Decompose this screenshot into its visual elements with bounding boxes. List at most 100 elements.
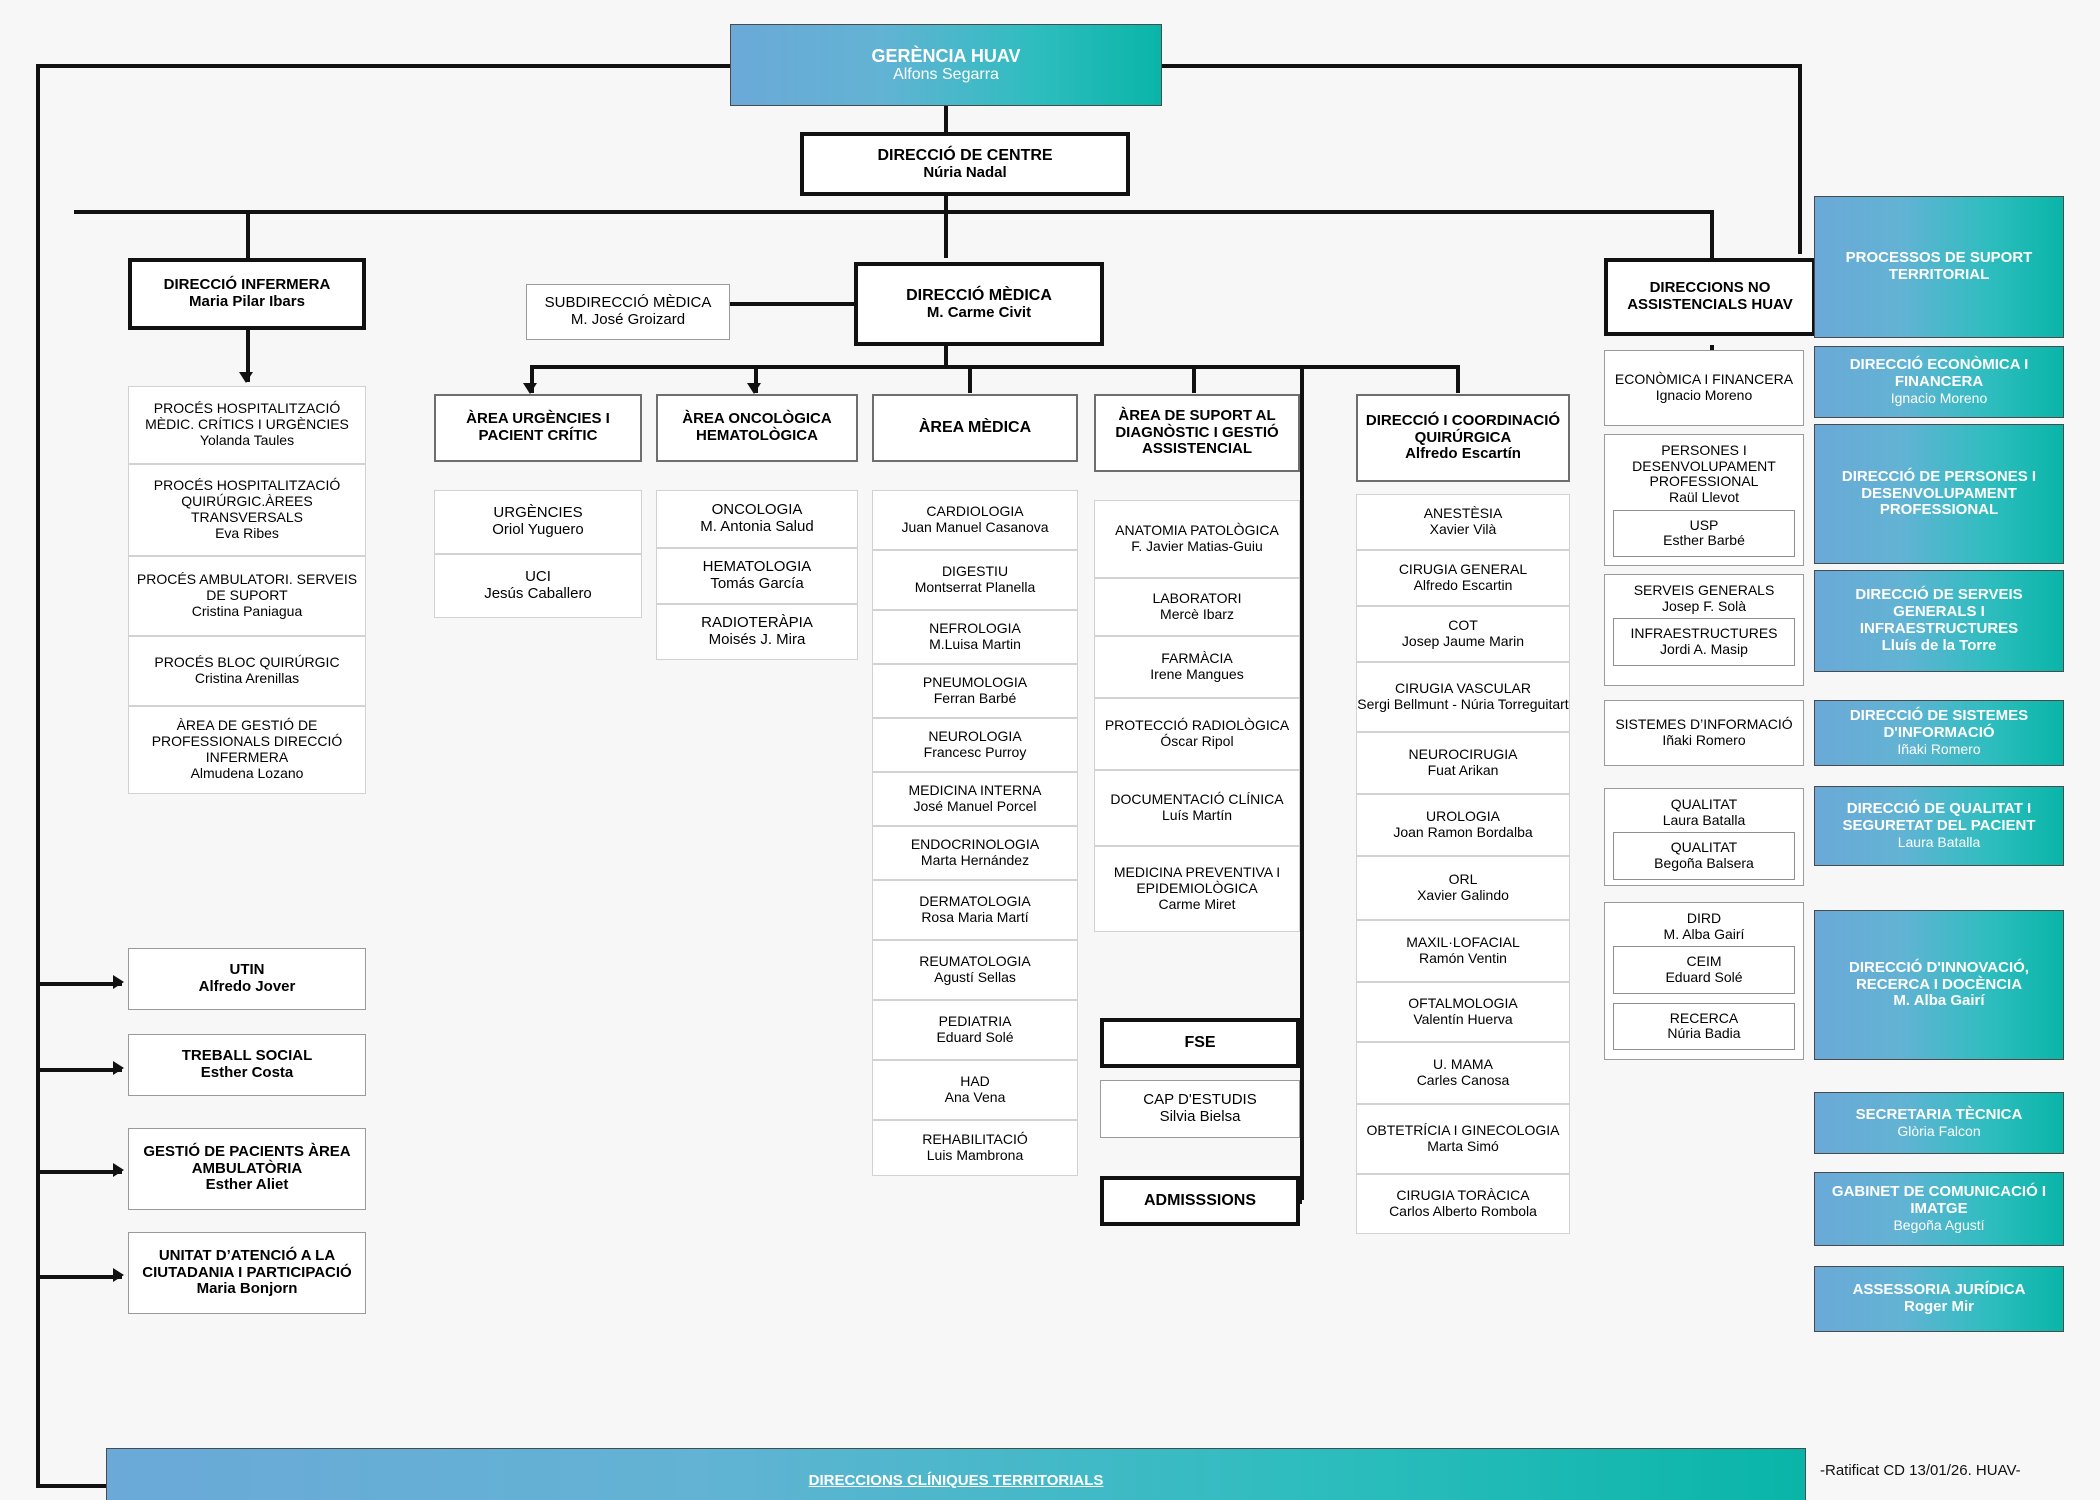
treball-social-box[interactable]: TREBALL SOCIAL Esther Costa	[128, 1034, 366, 1096]
direccio-sistemes-informacio-box[interactable]: DIRECCIÓ DE SISTEMES D'INFORMACIÓ Iñaki …	[1814, 700, 2064, 766]
list-item[interactable]: UROLOGIA Joan Ramon Bordalba	[1356, 794, 1570, 856]
list-item[interactable]: ÀREA DE GESTIÓ DE PROFESSIONALS DIRECCIÓ…	[128, 706, 366, 794]
area-medica-box[interactable]: ÀREA MÈDICA	[872, 394, 1078, 462]
item-person: M.Luisa Martin	[929, 636, 1021, 652]
list-item[interactable]: PROCÉS BLOC QUIRÚRGIC Cristina Arenillas	[128, 636, 366, 706]
list-item[interactable]: NEFROLOGIA M.Luisa Martin	[872, 610, 1078, 664]
item-title: REHABILITACIÓ	[922, 1131, 1028, 1148]
list-item[interactable]: OBTETRÍCIA I GINECOLOGIA Marta Simó	[1356, 1104, 1570, 1174]
gabinet-comunicacio-box[interactable]: GABINET DE COMUNICACIÓ I IMATGE Begoña A…	[1814, 1172, 2064, 1246]
list-item[interactable]: FARMÀCIA Irene Mangues	[1094, 636, 1300, 698]
direccions-cliniques-territorials-bar[interactable]: DIRECCIONS CLÍNIQUES TERRITORIALS	[106, 1448, 1806, 1500]
list-item[interactable]: CARDIOLOGIA Juan Manuel Casanova	[872, 490, 1078, 550]
connector-bottom-left	[36, 1484, 106, 1488]
connector-medical-down	[944, 345, 948, 369]
economica-financera-box[interactable]: ECONÒMICA I FINANCERA Ignacio Moreno	[1604, 350, 1804, 426]
list-item[interactable]: CIRUGIA VASCULAR Sergi Bellmunt - Núria …	[1356, 662, 1570, 732]
list-item[interactable]: COT Josep Jaume Marin	[1356, 606, 1570, 662]
item-title: PROCÉS AMBULATORI. SERVEIS DE SUPORT	[136, 571, 358, 604]
list-item[interactable]: CIRUGIA TORÀCICA Carlos Alberto Rombola	[1356, 1174, 1570, 1234]
list-item[interactable]: ONCOLOGIA M. Antonia Salud	[656, 490, 858, 548]
qualitat-sub-box[interactable]: QUALITAT Begoña Balsera	[1612, 832, 1796, 880]
list-item[interactable]: OFTALMOLOGIA Valentín Huerva	[1356, 982, 1570, 1042]
list-item[interactable]: PROCÉS HOSPITALITZACIÓ QUIRÚRGIC.ÀREES T…	[128, 464, 366, 556]
direccions-no-assistencials-box[interactable]: DIRECCIONS NO ASSISTENCIALS HUAV	[1604, 258, 1816, 336]
list-item[interactable]: HAD Ana Vena	[872, 1060, 1078, 1120]
list-item[interactable]: PNEUMOLOGIA Ferran Barbé	[872, 664, 1078, 718]
list-item[interactable]: HEMATOLOGIA Tomás García	[656, 548, 858, 604]
list-item[interactable]: U. MAMA Carles Canosa	[1356, 1042, 1570, 1104]
utin-box[interactable]: UTIN Alfredo Jover	[128, 948, 366, 1010]
recerca-box[interactable]: RECERCA Núria Badia	[1612, 1002, 1796, 1051]
list-item[interactable]: REHABILITACIÓ Luis Mambrona	[872, 1120, 1078, 1176]
fse-box[interactable]: FSE	[1100, 1018, 1300, 1068]
list-item[interactable]: PROCÉS HOSPITALITZACIÓ MÈDIC. CRÍTICS I …	[128, 386, 366, 464]
list-item[interactable]: DERMATOLOGIA Rosa Maria Martí	[872, 880, 1078, 940]
sub-person: Begoña Balsera	[1654, 855, 1754, 872]
serveis-generals-box[interactable]: SERVEIS GENERALS Josep F. Solà INFRAESTR…	[1604, 574, 1804, 686]
area-quirurgica-box[interactable]: DIRECCIÓ I COORDINACIÓ QUIRÚRGICA Alfred…	[1356, 394, 1570, 482]
list-item[interactable]: NEUROLOGIA Francesc Purroy	[872, 718, 1078, 772]
persones-desenvolupament-box[interactable]: PERSONES I DESENVOLUPAMENT PROFESSIONAL …	[1604, 434, 1804, 566]
list-item[interactable]: LABORATORI Mercè Ibarz	[1094, 578, 1300, 636]
direccio-economica-financera-box[interactable]: DIRECCIÓ ECONÒMICA I FINANCERA Ignacio M…	[1814, 346, 2064, 418]
connector-root-left	[36, 64, 730, 68]
cap-estudis-box[interactable]: CAP D'ESTUDIS Silvia Bielsa	[1100, 1080, 1300, 1138]
list-item[interactable]: MEDICINA PREVENTIVA I EPIDEMIOLÒGICA Car…	[1094, 846, 1300, 932]
unitat-atencio-box[interactable]: UNITAT D’ATENCIÓ A LA CIUTADANIA I PARTI…	[128, 1232, 366, 1314]
list-item[interactable]: DOCUMENTACIÓ CLÍNICA Luís Martín	[1094, 770, 1300, 846]
infraestructures-box[interactable]: INFRAESTRUCTURES Jordi A. Masip	[1612, 618, 1796, 666]
unit-person: Esther Costa	[200, 1064, 294, 1081]
list-item[interactable]: ANESTÈSIA Xavier Vilà	[1356, 494, 1570, 550]
sistemes-informacio-box[interactable]: SISTEMES D’INFORMACIÓ Iñaki Romero	[1604, 700, 1804, 766]
processos-suport-territorial-box[interactable]: PROCESSOS DE SUPORT TERRITORIAL	[1814, 196, 2064, 338]
sub-title: CEIM	[1686, 953, 1722, 970]
list-item[interactable]: UCI Jesús Caballero	[434, 554, 642, 618]
ratification-note: -Ratificat CD 13/01/26. HUAV-	[1820, 1462, 2021, 1479]
sub-title: INFRAESTRUCTURES	[1630, 625, 1778, 642]
direccio-infermera-box[interactable]: DIRECCIÓ INFERMERA Maria Pilar Ibars	[128, 258, 366, 330]
list-item[interactable]: MEDICINA INTERNA José Manuel Porcel	[872, 772, 1078, 826]
list-item[interactable]: RADIOTERÀPIA Moisés J. Mira	[656, 604, 858, 660]
direccio-innovacio-box[interactable]: DIRECCIÓ D'INNOVACIÓ, RECERCA I DOCÈNCIA…	[1814, 910, 2064, 1060]
item-title: REUMATOLOGIA	[919, 953, 1031, 970]
list-item[interactable]: PEDIATRIA Eduard Solé	[872, 1000, 1078, 1060]
area-oncologica-box[interactable]: ÀREA ONCOLÒGICA HEMATOLÒGICA	[656, 394, 858, 462]
subdireccio-medica-box[interactable]: SUBDIRECCIÓ MÈDICA M. José Groizard	[526, 284, 730, 340]
list-item[interactable]: PROCÉS AMBULATORI. SERVEIS DE SUPORT Cri…	[128, 556, 366, 636]
assessoria-juridica-box[interactable]: ASSESSORIA JURÍDICA Roger Mir	[1814, 1266, 2064, 1332]
admissions-box[interactable]: ADMISSSIONS	[1100, 1176, 1300, 1226]
ceim-box[interactable]: CEIM Eduard Solé	[1612, 946, 1796, 994]
list-item[interactable]: NEUROCIRUGIA Fuat Arikan	[1356, 732, 1570, 794]
gerencia-huav-box[interactable]: GERÈNCIA HUAV Alfons Segarra	[730, 24, 1162, 106]
direccio-medica-box[interactable]: DIRECCIÓ MÈDICA M. Carme Civit	[854, 262, 1104, 346]
list-item[interactable]: PROTECCIÓ RADIOLÒGICA Óscar Ripol	[1094, 698, 1300, 770]
item-person: Agustí Sellas	[934, 969, 1016, 985]
area-suport-box[interactable]: ÀREA DE SUPORT AL DIAGNÒSTIC I GESTIÓ AS…	[1094, 394, 1300, 472]
sub-person: Esther Barbé	[1663, 532, 1745, 549]
usp-box[interactable]: USP Esther Barbé	[1612, 509, 1796, 558]
item-person: Begoña Agustí	[1893, 1216, 1985, 1233]
list-item[interactable]: URGÈNCIES Oriol Yuguero	[434, 490, 642, 554]
list-item[interactable]: CIRUGIA GENERAL Alfredo Escartin	[1356, 550, 1570, 606]
direccio-centre-box[interactable]: DIRECCIÓ DE CENTRE Núria Nadal	[800, 132, 1130, 196]
submedical-person: M. José Groizard	[570, 311, 686, 328]
secretaria-tecnica-box[interactable]: SECRETARIA TÈCNICA Glòria Falcon	[1814, 1092, 2064, 1154]
direccio-serveis-generals-box[interactable]: DIRECCIÓ DE SERVEIS GENERALS I INFRAESTR…	[1814, 570, 2064, 672]
list-item[interactable]: ANATOMIA PATOLÒGICA F. Javier Matias-Gui…	[1094, 500, 1300, 578]
gestio-pacients-box[interactable]: GESTIÓ DE PACIENTS ÀREA AMBULATÒRIA Esth…	[128, 1128, 366, 1210]
connector-centre-down	[944, 196, 948, 214]
list-item[interactable]: ENDOCRINOLOGIA Marta Hernández	[872, 826, 1078, 880]
list-item[interactable]: ORL Xavier Galindo	[1356, 856, 1570, 920]
list-item[interactable]: MAXIL·LOFACIAL Ramón Ventin	[1356, 920, 1570, 982]
item-person: Juan Manuel Casanova	[901, 519, 1049, 535]
list-item[interactable]: REUMATOLOGIA Agustí Sellas	[872, 940, 1078, 1000]
list-item[interactable]: DIGESTIU Montserrat Planella	[872, 550, 1078, 610]
qualitat-box[interactable]: QUALITAT Laura Batalla QUALITAT Begoña B…	[1604, 788, 1804, 886]
direccio-qualitat-box[interactable]: DIRECCIÓ DE QUALITAT I SEGURETAT DEL PAC…	[1814, 786, 2064, 866]
dird-box[interactable]: DIRD M. Alba Gairí CEIM Eduard Solé RECE…	[1604, 902, 1804, 1060]
area-urgencies-box[interactable]: ÀREA URGÈNCIES I PACIENT CRÍTIC	[434, 394, 642, 462]
connector-area-med	[968, 365, 972, 393]
item-person: Moisés J. Mira	[708, 631, 806, 648]
direccio-persones-box[interactable]: DIRECCIÓ DE PERSONES I DESENVOLUPAMENT P…	[1814, 424, 2064, 564]
